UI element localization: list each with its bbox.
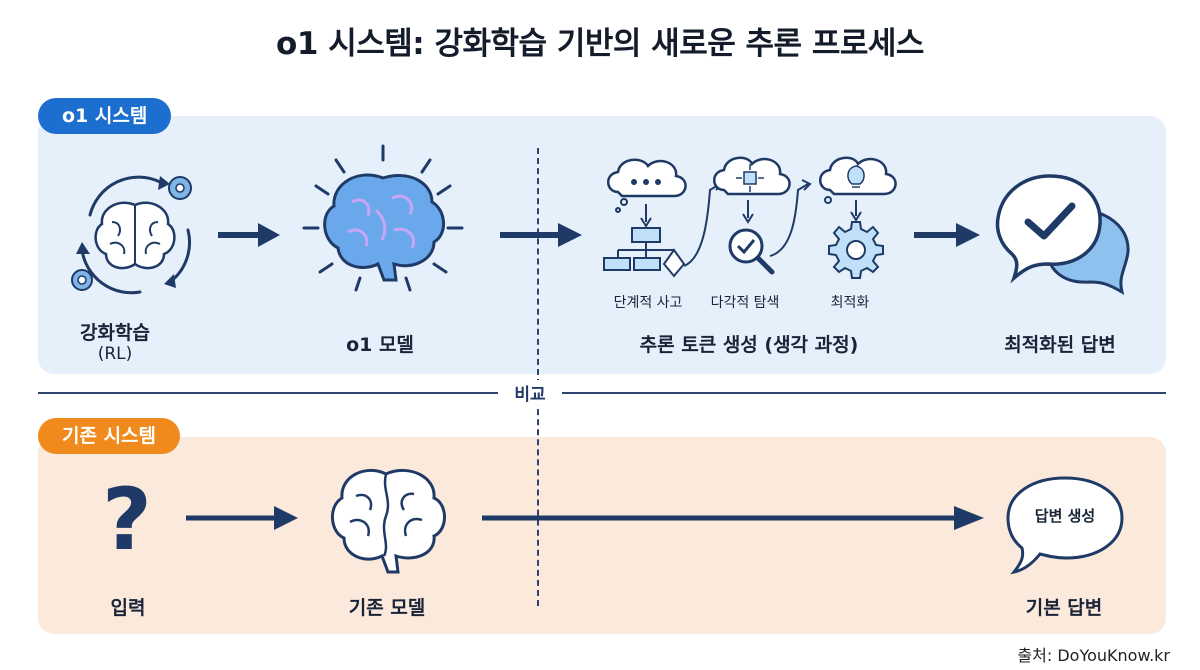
brain-icon [331, 468, 446, 574]
process-label: 추론 토큰 생성 (생각 과정) [639, 334, 859, 356]
basic-answer-label: 기본 답변 [1025, 597, 1103, 619]
arrow-icon [482, 506, 984, 530]
question-mark-icon: ? [102, 470, 152, 570]
optimized-answer-label: 최적화된 답변 [1004, 334, 1116, 356]
thought-cloud-icon [603, 158, 687, 278]
arrow-icon [914, 223, 980, 247]
chat-check-icon [995, 174, 1130, 296]
step-label: 다각적 탐색 [710, 295, 780, 311]
gear-icon [819, 156, 897, 279]
o1-model-label: o1 모델 [346, 334, 414, 356]
vertical-dashed-divider [537, 148, 539, 606]
legacy-model-label: 기존 모델 [348, 597, 426, 619]
glowing-brain-icon [302, 144, 464, 292]
input-label: 입력 [110, 597, 146, 619]
rl-sublabel: (RL) [97, 344, 133, 364]
magnifier-icon [713, 156, 791, 275]
o1-system-panel [38, 116, 1166, 374]
compare-label: 비교 [498, 380, 562, 405]
legacy-system-panel [38, 437, 1166, 634]
arrow-icon [186, 506, 298, 530]
reinforcement-learning-icon [71, 175, 192, 295]
section-divider [38, 392, 1166, 394]
rl-label: 강화학습 [80, 322, 150, 344]
o1-system-badge: o1 시스템 [38, 98, 172, 134]
arrow-icon [218, 223, 280, 247]
speech-bubble-text: 답변 생성 [1034, 507, 1096, 525]
step-label: 최적화 [830, 295, 870, 311]
page-title: o1 시스템: 강화학습 기반의 새로운 추론 프로세스 [276, 26, 924, 62]
connector-arrow-icon [769, 179, 812, 257]
legacy-system-badge: 기존 시스템 [38, 418, 181, 454]
speech-bubble-icon [1006, 476, 1124, 575]
source-credit: 출처: DoYouKnow.kr [1017, 646, 1170, 665]
arrow-icon [500, 223, 582, 247]
step-label: 단계적 사고 [613, 295, 683, 311]
